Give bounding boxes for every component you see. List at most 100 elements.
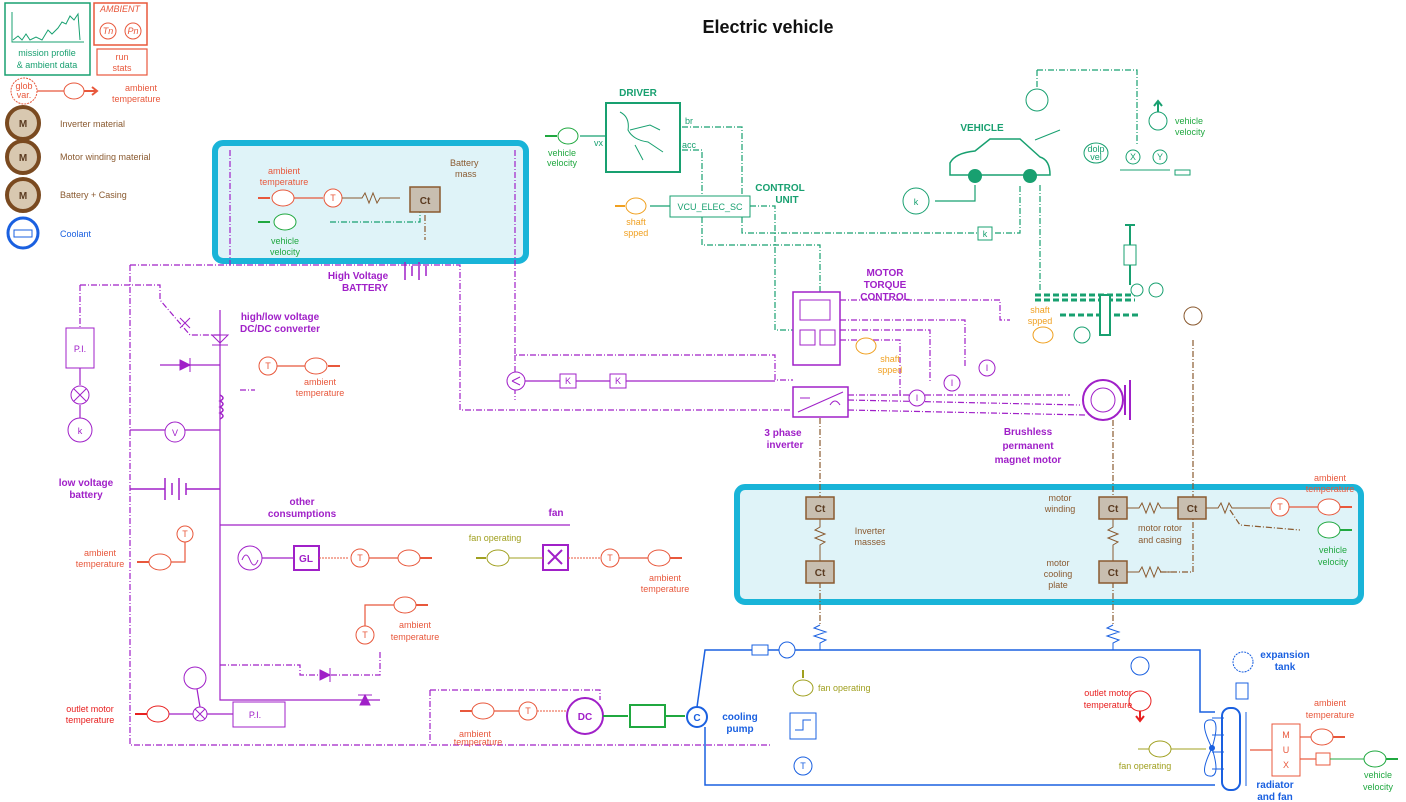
motor-thermal-masses[interactable]: motor winding Ct Ct Ct motor rotor and c… (1044, 473, 1355, 590)
voltage-gain-chain[interactable]: K K (506, 371, 775, 391)
cooling-pump-label-2: pump (726, 724, 753, 735)
driver-label: DRIVER (619, 88, 658, 99)
inverter-masses-label: Inverter (855, 526, 886, 536)
mission-profile-block[interactable]: mission profile & ambient data (4, 2, 91, 76)
legend: mission profile & ambient data AMBIENT T… (4, 2, 161, 250)
gl-label: GL (299, 554, 313, 565)
diode-thermal[interactable]: T ambient temperature (319, 596, 440, 706)
material-battery-casing[interactable]: M Battery + Casing (5, 177, 127, 213)
battery-mass-label: Battery (450, 158, 479, 168)
current-sensors[interactable]: I I I (908, 359, 996, 407)
material-label: Battery + Casing (60, 190, 127, 200)
shaft-speed-label: shaft (626, 217, 646, 227)
high-voltage-battery[interactable]: High Voltage BATTERY (328, 262, 427, 294)
coolant-fan-control[interactable]: fan operating T (789, 670, 871, 776)
control-unit[interactable]: VCU_ELEC_SC CONTROL UNIT (669, 183, 805, 218)
inverter-masses-label-2: masses (854, 537, 886, 547)
ct-label: Ct (420, 196, 431, 207)
mtc-label: MOTOR (866, 268, 904, 279)
coolant-fluid[interactable]: Coolant (6, 216, 92, 250)
lv-battery-label-2: battery (69, 490, 103, 501)
ambient-temperature-label-2: temperature (454, 737, 503, 747)
dolp-label-2: vel (1090, 152, 1102, 162)
motor-rotor-label: motor rotor (1138, 523, 1182, 533)
dolp-label: dolp (1087, 144, 1104, 154)
current-sensor-label: I (951, 378, 954, 388)
battery-mass-label-2: mass (455, 169, 477, 179)
other-consumptions-label-2: consumptions (268, 509, 337, 520)
motor-torque-control[interactable]: MOTOR TORQUE CONTROL shaft spped (792, 268, 910, 375)
ambient-temperature-label-2: temperature (391, 632, 440, 642)
material-motor-winding[interactable]: M Motor winding material (5, 139, 151, 175)
cooling-plate-label-3: plate (1048, 580, 1068, 590)
battery-highlight-box (212, 140, 529, 264)
ambient-block[interactable]: AMBIENT Tn Pn (93, 2, 148, 46)
vehicle-velocity-label: vehicle (548, 148, 576, 158)
motor-rotor-label-2: and casing (1138, 535, 1182, 545)
vehicle-velocity-input[interactable] (273, 213, 297, 231)
dcdc-thermal[interactable]: T ambient temperature (258, 356, 345, 398)
cooling-pump-label: cooling (722, 712, 758, 723)
other-consumptions-label: other (290, 497, 315, 508)
control-unit-label-2: UNIT (775, 195, 798, 206)
fan-block[interactable]: fan fan operating T ambient temperature (469, 508, 690, 594)
shaft-speed-input[interactable]: shaft spped (615, 197, 648, 238)
ambient-temperature-label-2: temperature (1306, 484, 1355, 494)
radiator-label-2: and fan (1257, 792, 1293, 802)
control-unit-label: CONTROL (755, 183, 804, 194)
mux-label-3: X (1283, 760, 1289, 770)
ambient-temperature-label: ambient (268, 166, 301, 176)
vehicle-block[interactable]: VEHICLE dolp vel X Y vehicle velocity (949, 88, 1206, 183)
dcdc-label: high/low voltage (241, 312, 320, 323)
gain-k[interactable]: k k (902, 187, 993, 241)
ambient-temperature-label-2: temperature (296, 388, 345, 398)
brushless-motor[interactable]: Brushless permanent magnet motor (995, 379, 1131, 466)
k-gain-label: K (615, 376, 621, 386)
electrical-wiring (79, 150, 1086, 746)
material-label: Inverter material (60, 119, 125, 129)
transmission[interactable]: shaft spped (1028, 224, 1203, 344)
coolant-label: Coolant (60, 229, 92, 239)
other-consumptions[interactable]: other consumptions GL T (237, 497, 432, 571)
ambient-temperature-input[interactable] (271, 189, 295, 207)
mission-profile-label: mission profile (18, 48, 76, 58)
mission-profile-label-2: & ambient data (17, 60, 78, 70)
diode-icon (179, 358, 192, 372)
battery-label: High Voltage (328, 271, 389, 282)
inverter-masses[interactable]: Ct Ct Inverter masses (805, 496, 886, 584)
battery-thermal-block: ambient temperature T Ct Battery mass ve… (258, 158, 479, 257)
shaft-speed-label-2: spped (1028, 316, 1053, 326)
driver-velocity-input[interactable]: vehicle velocity (545, 127, 579, 168)
driver-block[interactable]: DRIVER br acc vx (594, 88, 697, 173)
run-stats-block[interactable]: run stats (96, 48, 148, 76)
mux-block[interactable]: M U X ambient temperature vehicle veloci… (1250, 698, 1398, 792)
k-gain-label: K (565, 376, 571, 386)
radiator-and-fan[interactable]: radiator and fan fan operating (1119, 707, 1294, 802)
vehicle-velocity-label-2: velocity (1318, 557, 1349, 567)
ambient-temperature-label: ambient (399, 620, 432, 630)
pi-controller-left[interactable]: P.I. k V (65, 327, 186, 443)
inverter-label: 3 phase (764, 428, 802, 439)
t-label: T (330, 193, 336, 203)
ambient-temperature-label: ambient (459, 729, 492, 739)
mux-label: M (1282, 730, 1290, 740)
ambient-temperature-label: ambient (84, 548, 117, 558)
ambient-temperature-label: ambient (1314, 698, 1347, 708)
k-label: k (78, 426, 83, 436)
three-phase-inverter[interactable]: 3 phase inverter (764, 386, 849, 451)
cooling-pump-drive[interactable]: ambient temperature T DC C cooling pump (454, 697, 758, 747)
motor-temperature-control[interactable]: outlet motor temperature P.I. (66, 666, 286, 728)
ambient-temperature-label-2: temperature (112, 94, 161, 104)
expansion-tank-label: expansion (1260, 650, 1309, 661)
battery-label-2: BATTERY (342, 283, 388, 294)
outlet-motor-temperature-sensor[interactable]: outlet motor temperature (1084, 656, 1152, 723)
battery-mass-ct[interactable] (409, 186, 441, 213)
material-inverter[interactable]: M Inverter material (5, 105, 125, 141)
dcdc-converter[interactable]: high/low voltage DC/DC converter (179, 312, 320, 420)
expansion-tank[interactable]: expansion tank (1232, 650, 1310, 700)
low-voltage-battery[interactable]: low voltage battery T ambient temperatur… (59, 478, 220, 571)
global-variable[interactable]: glob var. ambient temperature (10, 77, 161, 105)
current-sensor-label: I (916, 393, 919, 403)
ambient-temperature-label-2: temperature (76, 559, 125, 569)
k-gain-label: k (983, 229, 988, 239)
